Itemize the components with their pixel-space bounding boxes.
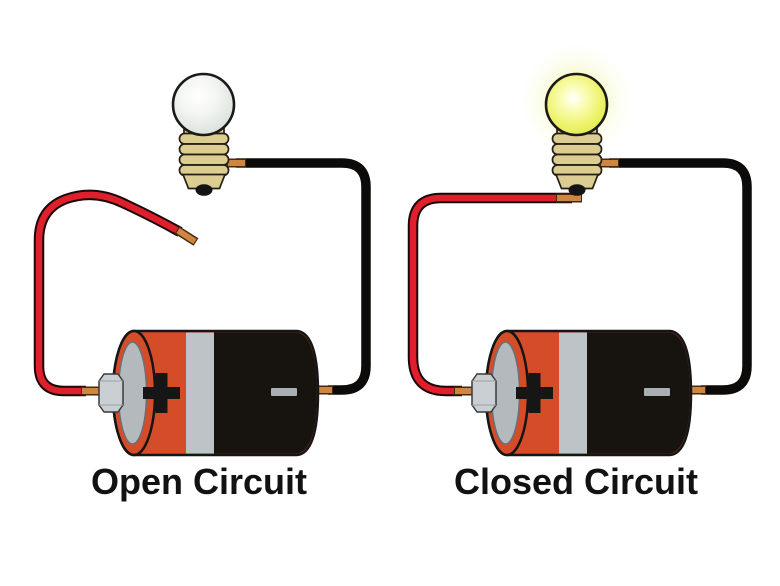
- nut-facet-lines: [472, 380, 496, 406]
- battery-black-section: [587, 332, 690, 454]
- panel-open-circuit: Open Circuit: [33, 72, 371, 502]
- battery-negative-symbol: [644, 388, 670, 396]
- battery-positive-symbol: [143, 373, 180, 413]
- bulb-base: [178, 125, 230, 196]
- minus-icon: [271, 388, 297, 396]
- battery-gray-band: [186, 332, 218, 454]
- battery: [98, 329, 320, 457]
- positive-terminal-nut: [98, 373, 124, 413]
- battery-gray-band: [559, 332, 591, 454]
- bulb-thread-ridge: [551, 143, 603, 156]
- nut-facet-lines: [99, 380, 123, 406]
- panel-closed-circuit: Closed Circuit: [407, 44, 752, 502]
- bulb-contact-tip: [568, 184, 586, 196]
- bulb-base-taper: [181, 173, 227, 190]
- bulb-globe-unlit: [171, 72, 236, 137]
- battery-positive-symbol: [516, 373, 553, 413]
- battery-negative-symbol: [271, 388, 297, 396]
- closed-circuit-label: Closed Circuit: [454, 461, 698, 502]
- bulb-base-taper: [554, 173, 600, 190]
- plus-icon: [516, 373, 553, 413]
- bulb-thread-ridge: [551, 153, 603, 166]
- minus-icon: [644, 388, 670, 396]
- red-wire: [409, 194, 572, 395]
- bulb-globe-lit: [544, 72, 609, 137]
- open-circuit-label: Open Circuit: [91, 461, 307, 502]
- red-wire: [35, 191, 182, 395]
- red-wire-bare-tip: [176, 227, 197, 245]
- battery-black-section: [214, 332, 317, 454]
- positive-terminal-nut: [471, 373, 497, 413]
- battery: [471, 329, 693, 457]
- bulb-off: [171, 72, 236, 196]
- bulb-base: [551, 125, 603, 196]
- bulb-thread-ridge: [178, 143, 230, 156]
- black-wire: [236, 158, 371, 395]
- bulb-on: [544, 72, 609, 196]
- black-wire: [609, 158, 752, 395]
- bulb-contact-tip: [195, 184, 213, 196]
- plus-icon: [143, 373, 180, 413]
- bulb-thread-ridge: [178, 153, 230, 166]
